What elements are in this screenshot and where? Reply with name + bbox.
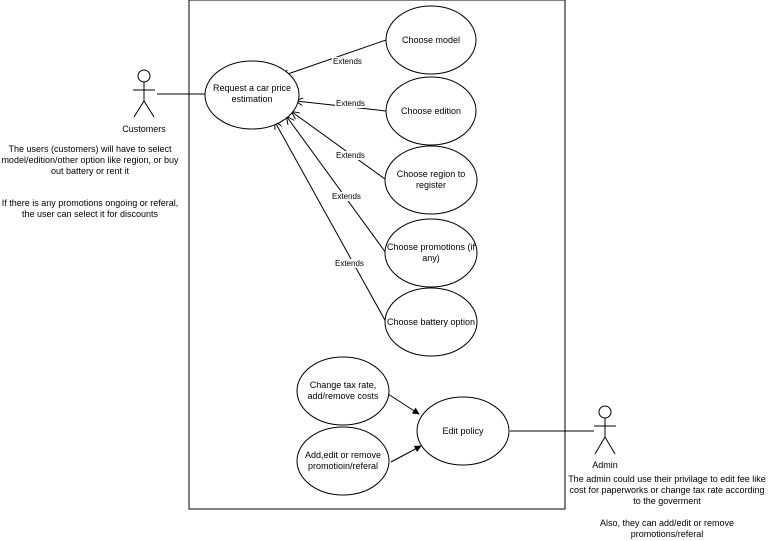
admin-actor-label: Admin — [592, 460, 618, 470]
customer-actor-label: Customers — [122, 124, 166, 134]
extends-label-battery: Extends — [334, 259, 365, 268]
extends-label-edition: Extends — [335, 99, 366, 108]
customer-actor-icon — [133, 69, 155, 118]
usecase-choose-model-shape — [385, 5, 477, 75]
usecase-choose-region-shape — [384, 145, 478, 215]
usecase-add-edit-promo: Add,edit or remove promotioin/referal — [304, 450, 382, 471]
usecase-choose-model: Choose model — [401, 34, 461, 45]
usecase-choose-region: Choose region to register — [396, 169, 466, 190]
usecase-change-tax-shape — [296, 356, 390, 426]
usecase-choose-promotions: Choose promotions (if any) — [386, 242, 476, 263]
admin-note-promotions: Also, they can add/edit or remove promot… — [599, 518, 735, 539]
customer-note-promotions: If there is any promotions ongoing or re… — [1, 198, 179, 219]
arrow-tax-to-policy — [387, 393, 420, 415]
usecase-choose-battery: Choose battery option — [386, 316, 476, 327]
extend-arrow-region — [292, 112, 386, 180]
usecase-choose-promotions-shape — [384, 218, 478, 288]
usecase-choose-battery-shape — [384, 287, 478, 357]
admin-note-privilege: The admin could use their privilage to e… — [568, 474, 766, 506]
system-boundary — [188, 0, 566, 510]
usecase-choose-edition: Choose edition — [400, 105, 462, 116]
extends-label-region: Extends — [335, 151, 366, 160]
usecase-request-estimation-shape — [204, 60, 300, 130]
usecase-edit-policy-shape — [416, 396, 510, 466]
admin-actor-icon — [594, 405, 616, 455]
usecase-request-estimation: Request a car price estimation — [212, 83, 292, 104]
extend-arrow-promotions — [287, 117, 387, 254]
arrow-promo-to-policy — [390, 445, 422, 463]
extends-label-promotions: Extends — [331, 192, 362, 201]
extend-arrow-battery — [275, 122, 387, 323]
customer-note-selection: The users (customers) will have to selec… — [1, 144, 179, 176]
extends-label-model: Extends — [332, 57, 363, 66]
usecase-choose-edition-shape — [385, 76, 477, 146]
usecase-change-tax: Change tax rate, add/remove costs — [307, 380, 379, 401]
usecase-edit-policy: Edit policy — [442, 425, 484, 436]
usecase-add-edit-promo-shape — [296, 426, 390, 496]
